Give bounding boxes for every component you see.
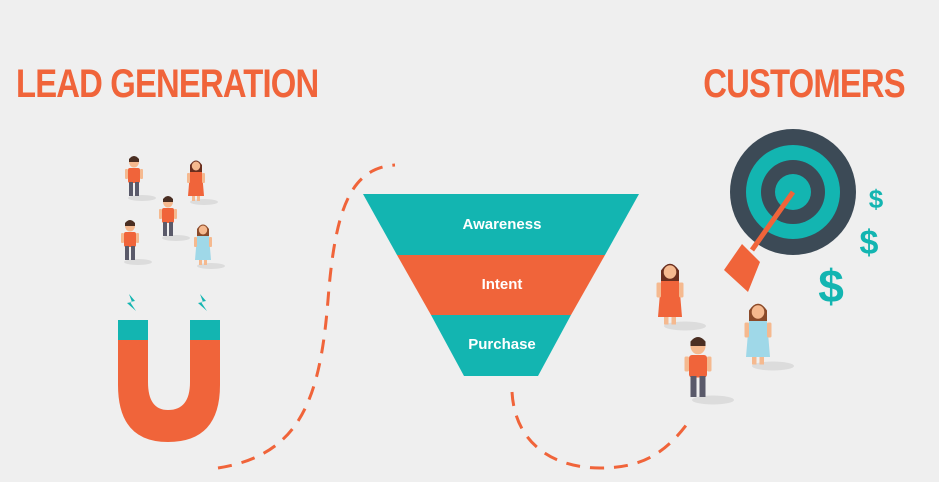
funnel-label-intent: Intent [482, 276, 523, 293]
magnet-icon [118, 320, 220, 442]
funnel-stage-intent [397, 255, 605, 315]
person-icon [159, 196, 190, 241]
customers-heading: CUSTOMERS [703, 62, 905, 106]
person-icon [121, 220, 152, 265]
lightning-icon [127, 294, 136, 311]
dashed-path-left [217, 163, 396, 470]
sales-funnel: Awareness Intent Purchase [363, 194, 639, 376]
funnel-label-awareness: Awareness [463, 216, 542, 233]
dollar-icon: $ [818, 260, 844, 312]
lightning-icon [198, 294, 207, 311]
dollar-icon: $ [860, 224, 879, 262]
person-icon [125, 156, 156, 201]
funnel-stage-purchase [431, 315, 571, 376]
lead-generation-heading: LEAD GENERATION [16, 62, 319, 106]
person-icon [194, 224, 225, 269]
customers-group [656, 263, 794, 405]
person-icon [744, 303, 794, 371]
person-icon [187, 160, 218, 205]
dashed-path-right [510, 391, 692, 470]
leads-group [121, 156, 225, 269]
funnel-stage-awareness [363, 194, 639, 255]
funnel-label-purchase: Purchase [468, 336, 536, 353]
dollar-icon: $ [869, 184, 884, 214]
person-icon [684, 337, 734, 405]
arrow-icon [724, 190, 796, 292]
person-icon [656, 263, 706, 331]
